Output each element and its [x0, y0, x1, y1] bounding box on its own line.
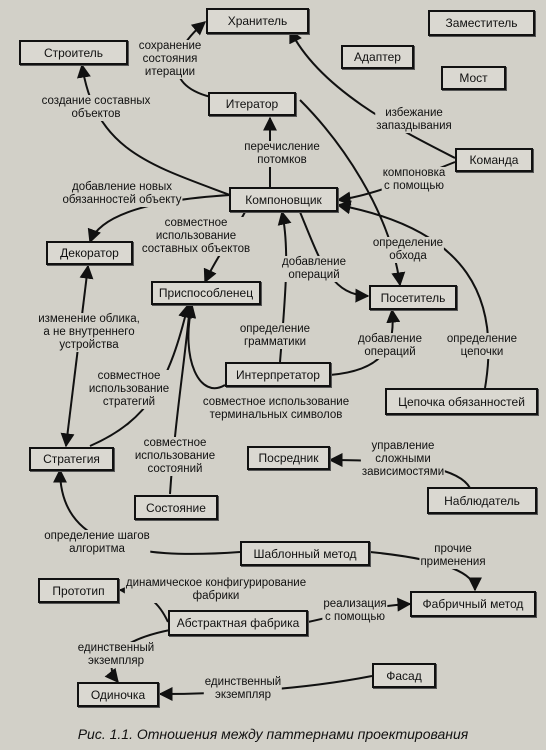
label-changing-skin: изменение облика, а не внутреннего устро…	[37, 313, 141, 352]
node-state: Состояние	[134, 495, 218, 520]
label-sharing-strategies: совместное использование стратегий	[87, 370, 171, 409]
edge-interpreter-flyweight	[182, 303, 226, 390]
node-interpreter: Интерпретатор	[225, 362, 331, 387]
node-visitor: Посетитель	[369, 285, 457, 310]
label-implement-using: реализация с помощью	[322, 598, 388, 624]
edge-composite-decorator	[87, 194, 231, 244]
label-composed-using: компоновка с помощью	[381, 167, 447, 193]
node-mediator: Посредник	[247, 446, 330, 470]
node-composite: Компоновщик	[229, 187, 338, 212]
node-deputy: Заместитель	[428, 10, 535, 36]
edge-command-keeper	[289, 28, 456, 159]
label-often-uses: прочие применения	[419, 543, 487, 569]
edge-composite-visitor	[299, 211, 370, 303]
node-builder: Строитель	[19, 40, 128, 65]
figure-caption: Рис. 1.1. Отношения между паттернами про…	[77, 726, 469, 742]
label-adding-operations-interpreter: добавление операций	[357, 333, 423, 359]
label-sharing-composite: совместное использование составных объек…	[140, 217, 252, 256]
label-defining-algorithm-steps: определение шагов алгоритма	[43, 530, 151, 556]
node-bridge: Мост	[441, 66, 506, 90]
edge-decorator-strategy	[60, 264, 94, 448]
label-adding-responsibilities: добавление новых обязанностей объекту	[61, 181, 183, 207]
node-prototype: Прототип	[38, 578, 119, 603]
label-sharing-states: совместное использование состояний	[133, 437, 217, 476]
label-enumerating-children: перечисление потомков	[243, 141, 321, 167]
label-configure-factory-dynamically: динамическое конфигурирование фабрики	[124, 577, 308, 603]
label-defining-grammar: определение грамматики	[238, 323, 312, 349]
label-avoiding-hysteresis: избежание запаздывания	[375, 107, 453, 133]
node-keeper: Хранитель	[206, 8, 309, 34]
node-abstract-factory: Абстрактная фабрика	[168, 610, 308, 636]
node-iterator: Итератор	[208, 92, 296, 116]
label-single-instance-facade: единственный экземпляр	[203, 676, 283, 702]
label-defining-traversals: определение обхода	[371, 237, 445, 263]
label-saving-iteration-state: сохранение состояния итерации	[137, 40, 203, 79]
label-adding-operations-composite: добавление операций	[281, 256, 347, 282]
node-strategy: Стратегия	[29, 447, 114, 471]
node-facade: Фасад	[372, 663, 436, 688]
label-defining-chain: определение цепочки	[445, 333, 519, 359]
node-chain: Цепочка обязанностей	[385, 388, 538, 415]
label-managing-complex-dependencies: управление сложными зависимостями	[360, 440, 446, 479]
node-factory-method: Фабричный метод	[410, 591, 536, 617]
label-creating-composite-objects: создание составных объектов	[40, 95, 152, 121]
node-flyweight: Приспособленец	[151, 281, 261, 305]
label-sharing-terminal-symbols: совместное использование терминальных си…	[201, 396, 351, 422]
edge-composite-builder	[76, 63, 231, 196]
node-adapter: Адаптер	[341, 45, 414, 69]
label-single-instance-factory: единственный экземпляр	[76, 642, 156, 668]
node-observer: Наблюдатель	[427, 487, 537, 514]
node-command: Команда	[455, 148, 533, 172]
node-decorator: Декоратор	[46, 241, 133, 265]
node-template: Шаблонный метод	[240, 541, 370, 566]
node-singleton: Одиночка	[77, 682, 159, 707]
